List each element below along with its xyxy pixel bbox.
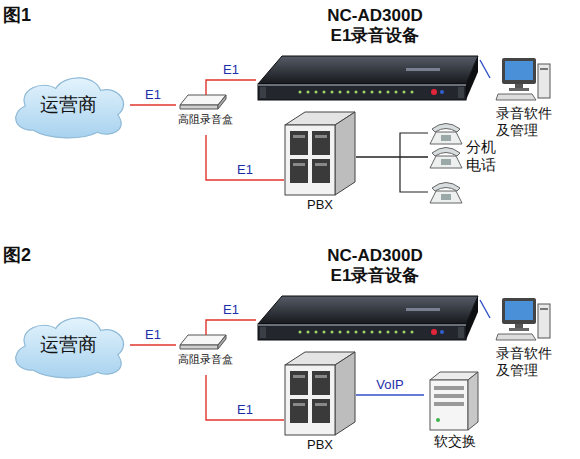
phone-icon bbox=[430, 124, 462, 145]
edge-label: E1 bbox=[143, 88, 163, 102]
edge-label: E1 bbox=[235, 163, 255, 177]
recorder-device bbox=[258, 56, 478, 100]
device-title: NC-AD300D E1录音设备 bbox=[256, 4, 480, 105]
extension-phones: 分机 电话 bbox=[428, 120, 500, 200]
connector bbox=[356, 394, 424, 395]
connector bbox=[130, 344, 176, 345]
figure-label: 图2 bbox=[3, 243, 31, 267]
pbx-cabinet bbox=[285, 112, 355, 195]
connector bbox=[206, 80, 256, 95]
node-text: PBX bbox=[298, 197, 342, 213]
figure-label: 图1 bbox=[3, 3, 31, 27]
edge-label: E1 bbox=[221, 63, 241, 77]
node-text: 录音软件 及管理 bbox=[496, 105, 558, 139]
edge-label: VoIP bbox=[374, 378, 405, 392]
node-text: 运营商 bbox=[8, 334, 128, 357]
server-icon bbox=[430, 372, 478, 430]
connector bbox=[480, 300, 490, 318]
device-title: NC-AD300D E1录音设备 bbox=[256, 244, 480, 345]
connector bbox=[206, 135, 284, 180]
node-text: 录音软件 及管理 bbox=[496, 345, 558, 379]
edge-label: E1 bbox=[235, 403, 255, 417]
node-text: PBX bbox=[298, 437, 342, 453]
connector bbox=[356, 156, 428, 157]
recorder-device bbox=[258, 296, 478, 340]
edge-label: E1 bbox=[143, 328, 163, 342]
connector bbox=[130, 104, 176, 105]
softswitch-node: 软交换 bbox=[424, 370, 488, 454]
node-text: 高阻录音盒 bbox=[176, 113, 234, 126]
phone-icon bbox=[430, 148, 462, 169]
connector bbox=[480, 60, 490, 78]
node-text: 高阻录音盒 bbox=[176, 353, 234, 366]
carrier-cloud: 运营商 bbox=[8, 312, 130, 380]
pbx-cabinet bbox=[285, 352, 355, 435]
pbx-node: PBX bbox=[284, 110, 356, 215]
phone-icon bbox=[430, 183, 462, 204]
node-text: 软交换 bbox=[424, 433, 486, 450]
computer-icon bbox=[496, 58, 550, 100]
phone-bracket bbox=[400, 133, 428, 192]
pbx-node: PBX bbox=[284, 350, 356, 455]
edge-label: E1 bbox=[221, 303, 241, 317]
node-text: NC-AD300D E1录音设备 bbox=[315, 246, 435, 287]
recording-box bbox=[180, 335, 226, 349]
node-text: 分机 电话 bbox=[466, 138, 498, 174]
connector bbox=[206, 320, 256, 335]
recording-box-node: 高阻录音盒 bbox=[176, 95, 236, 135]
computer-icon bbox=[496, 298, 550, 340]
node-text: 运营商 bbox=[8, 94, 128, 117]
recording-software-node: 录音软件 及管理 bbox=[490, 56, 576, 141]
recording-box bbox=[180, 95, 226, 109]
recording-software-node: 录音软件 及管理 bbox=[490, 296, 576, 381]
recording-box-node: 高阻录音盒 bbox=[176, 335, 236, 375]
node-text: NC-AD300D E1录音设备 bbox=[315, 6, 435, 47]
carrier-cloud: 运营商 bbox=[8, 72, 130, 140]
connector bbox=[206, 375, 284, 420]
